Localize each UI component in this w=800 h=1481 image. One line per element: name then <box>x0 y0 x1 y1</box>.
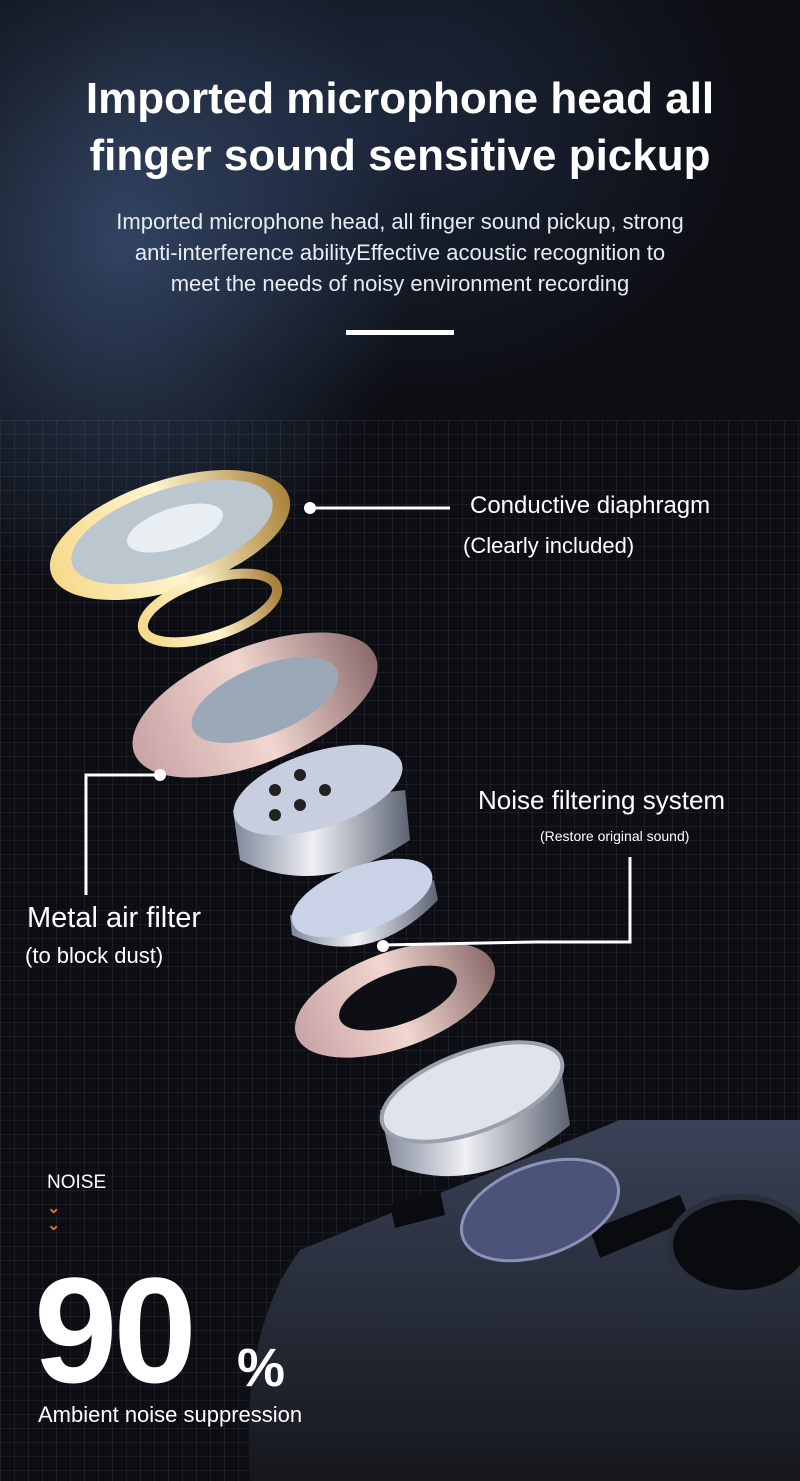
rose-disc <box>132 632 378 778</box>
callout-metal-note: (to block dust) <box>25 943 164 968</box>
callout-metal-title: Metal air filter <box>27 902 202 934</box>
callout-filter-note: (Restore original sound) <box>540 828 690 844</box>
stat-unit: % <box>237 1338 286 1398</box>
chevron-down-icon: ⌄⌄ <box>47 1200 61 1234</box>
stat-caption: Ambient noise suppression <box>38 1402 303 1427</box>
callout-filter-title: Noise filtering system <box>478 785 726 815</box>
metal-cylinder <box>233 744 410 876</box>
device-body <box>248 1120 800 1481</box>
noise-label: NOISE <box>47 1172 107 1193</box>
silver-cylinder <box>379 1040 570 1177</box>
page-subtitle: Imported microphone head, all finger sou… <box>116 209 684 296</box>
diaphragm <box>49 469 291 601</box>
stat-value: 90 <box>34 1246 197 1414</box>
divider <box>346 330 454 335</box>
callout-lines <box>84 506 632 947</box>
callout-diaphragm-note: (Clearly included) <box>463 533 635 558</box>
gold-ring <box>137 568 283 648</box>
rose-ring <box>294 942 496 1058</box>
callout-diaphragm-title: Conductive diaphragm <box>470 492 711 519</box>
small-disc <box>290 858 438 947</box>
